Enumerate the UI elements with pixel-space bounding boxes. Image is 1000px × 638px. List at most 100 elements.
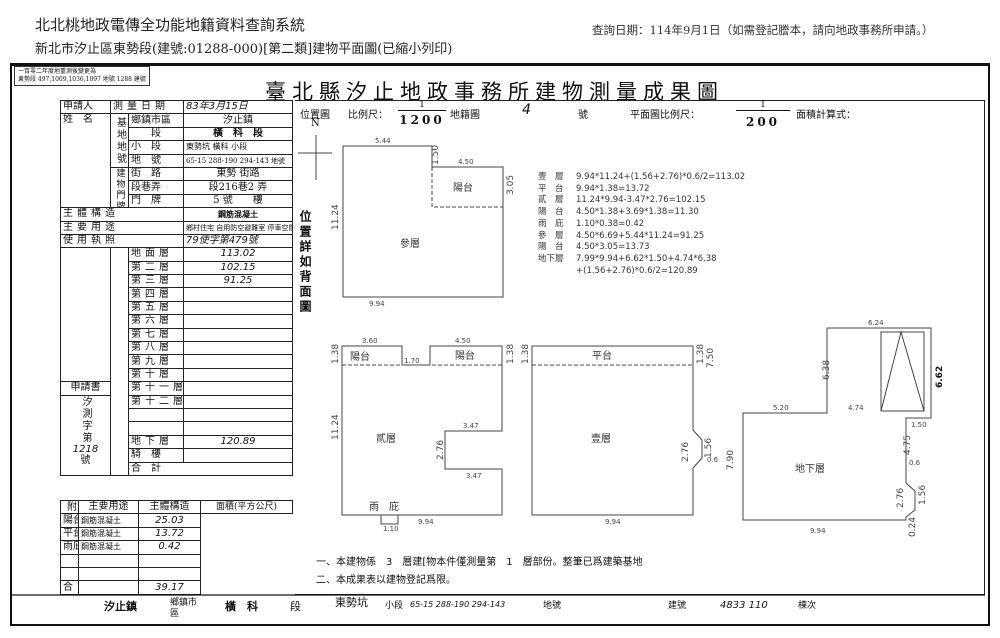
footer-town: 汐止鎮	[104, 600, 137, 613]
room-label-balcony: 陽台	[350, 350, 370, 363]
dim: 9.94	[418, 518, 434, 526]
plan-scale-label: 平面圖比例尺：	[630, 110, 700, 121]
dim: 2.76	[896, 488, 906, 508]
scale1-den: 1200	[399, 113, 445, 127]
dim: 3.60	[362, 337, 378, 345]
dim: 0.6	[909, 459, 921, 467]
corner-note-line: 東勢段 497,1009,1036,1097 地號 1288 建號	[18, 76, 146, 83]
dim: 1.38	[521, 344, 531, 364]
room-label-balcony: 陽台	[455, 349, 475, 362]
scale2-num: 1	[736, 100, 790, 111]
third-floor-outline	[342, 145, 504, 298]
dim: 0.6	[707, 456, 719, 464]
township-label: 鄉鎮市區	[128, 113, 184, 128]
application-label: 申請書	[60, 381, 111, 396]
attached-row: 平台鋼筋混凝土13.72	[60, 526, 293, 542]
footer-bldg-label: 建號	[668, 601, 687, 611]
dim: 11.24	[331, 204, 341, 230]
dim: 6.38	[822, 360, 832, 380]
canopy-outline	[380, 515, 399, 525]
survey-date-label: 測量日期	[110, 99, 184, 115]
footer-lot-label: 地號	[543, 601, 562, 611]
room-label-second-floor: 貳層	[376, 432, 396, 445]
survey-date: 83年3月15日	[183, 99, 293, 115]
calc-row: 參 層 4.50*6.69+5.44*11.24=91.25	[538, 231, 745, 243]
blank-cell	[60, 247, 111, 383]
room-label-third-floor: 參層	[400, 237, 420, 250]
sheet-number: 4	[522, 102, 531, 118]
calc-formula: 9.94*1.38=13.72	[576, 183, 650, 194]
dim: 1.38	[696, 344, 706, 364]
document-subtitle: 新北市汐止區東勢段(建號:01288-000)[第二類]建物平面圖(已縮小列印)	[35, 42, 453, 57]
calc-formula: 4.50*6.69+5.44*11.24=91.25	[576, 230, 705, 241]
north-label: N	[311, 118, 320, 129]
total-label: 合 計	[128, 461, 293, 476]
second-floor-outline	[341, 345, 503, 516]
dim: 7.50	[706, 348, 716, 368]
scale-label: 比例尺：	[348, 110, 388, 121]
dim: 4.75	[903, 435, 913, 455]
calc-formula: 4.50*3.05=13.73	[576, 242, 650, 253]
dim: 11.24	[331, 414, 341, 440]
calc-floor: 平 台	[538, 183, 564, 194]
room-label-basement: 地下層	[795, 462, 825, 475]
calc-floor: 陽 台	[538, 242, 564, 253]
application-suffix: 號	[80, 454, 91, 466]
dim: 0.24	[908, 517, 918, 537]
dimension-labels: 5.44 4.50 9.94 3.60 1.70 4.50 3.47 3.47 …	[362, 137, 927, 535]
calc-floor: 地下層	[538, 253, 564, 264]
scale2-den: 200	[745, 115, 781, 129]
room-labels: 參層 陽台 陽台 陽台 貳層 雨 庇 平台 壹層 地下層	[350, 181, 825, 513]
calc-formula: 11.24*9.94-3.47*2.76=102.15	[576, 195, 706, 206]
calc-floor: 壹 層	[538, 172, 564, 182]
dim: 9.94	[369, 300, 385, 308]
calc-row: +(1.56+2.76)*0.6/2=120.89	[538, 266, 745, 278]
dim: 7.90	[726, 450, 736, 470]
attached-label: 附屬建物	[60, 499, 79, 515]
calc-row: 地下層 7.99*9.94+6.62*1.50+4.74*6.38	[538, 254, 745, 266]
att-header-area: 面積(平方公尺)	[200, 499, 293, 515]
attached-row: 陽台鋼筋混凝土25.03	[60, 513, 293, 528]
room-label-first-floor: 壹層	[591, 432, 611, 445]
dim: 1.50	[911, 421, 927, 429]
room-label-platform: 平台	[592, 349, 612, 362]
dim: 1.38	[506, 344, 516, 364]
dim: 4.74	[848, 404, 864, 412]
calc-formula: 7.99*9.94+6.62*1.50+4.74*6.38	[576, 253, 717, 264]
application-number: 1218	[72, 443, 99, 455]
elevator-shaft	[880, 331, 925, 412]
calc-floor: 雨 庇	[538, 218, 564, 229]
dim: 9.94	[605, 518, 621, 526]
dim: 1.56	[704, 438, 714, 458]
corner-note: 一百零二年度地重測後變更為東勢段 497,1009,1036,1097 地號 1…	[14, 66, 150, 86]
first-floor-outline	[531, 345, 703, 516]
footer-unit-label: 棟次	[798, 601, 817, 611]
attached-row: 雨庇鋼筋混凝土0.42	[60, 540, 293, 555]
footer-section-label: 段	[290, 600, 301, 613]
dim: 6.62	[935, 366, 945, 388]
system-title: 北北桃地政電傳全功能地籍資料查詢系統	[35, 16, 306, 34]
calc-floor: 參 層	[538, 230, 564, 241]
note-2: 二、本成果表以建物登記爲限。	[316, 575, 456, 586]
room-label-balcony: 陽台	[453, 181, 473, 194]
area-calc-label: 面積計算式：	[796, 110, 856, 121]
note-1: 一、本建物係 3 層建[物本件僅測量第 1 層部份。整筆已爲建築基地	[316, 557, 643, 568]
dim: 2.76	[681, 442, 691, 462]
elevator-mark	[880, 330, 925, 412]
room-label-canopy: 雨 庇	[369, 500, 399, 513]
query-date: 查詢日期：114年9月1日（如需登記謄本，請向地政事務所申請。）	[592, 23, 934, 37]
cadastral-label: 地籍圖	[450, 110, 480, 121]
dim: 5.44	[375, 137, 391, 145]
basement-outline	[742, 327, 932, 521]
dim: 3.05	[506, 175, 516, 195]
calc-floor: 貳 層	[538, 195, 564, 206]
corner-note-line: 一百零二年度地重測後變更為	[18, 68, 97, 75]
calc-floor: 陽 台	[538, 207, 564, 218]
calc-formula: +(1.56+2.76)*0.6/2=120.89	[576, 265, 698, 276]
attached-building-table: 附屬建物主要用途主體構造面積(平方公尺) 陽台鋼筋混凝土25.03平台鋼筋混凝土…	[60, 499, 293, 595]
calc-row: 陽 台 4.50*3.05=13.73	[538, 242, 745, 254]
dim: 4.50	[455, 337, 471, 345]
